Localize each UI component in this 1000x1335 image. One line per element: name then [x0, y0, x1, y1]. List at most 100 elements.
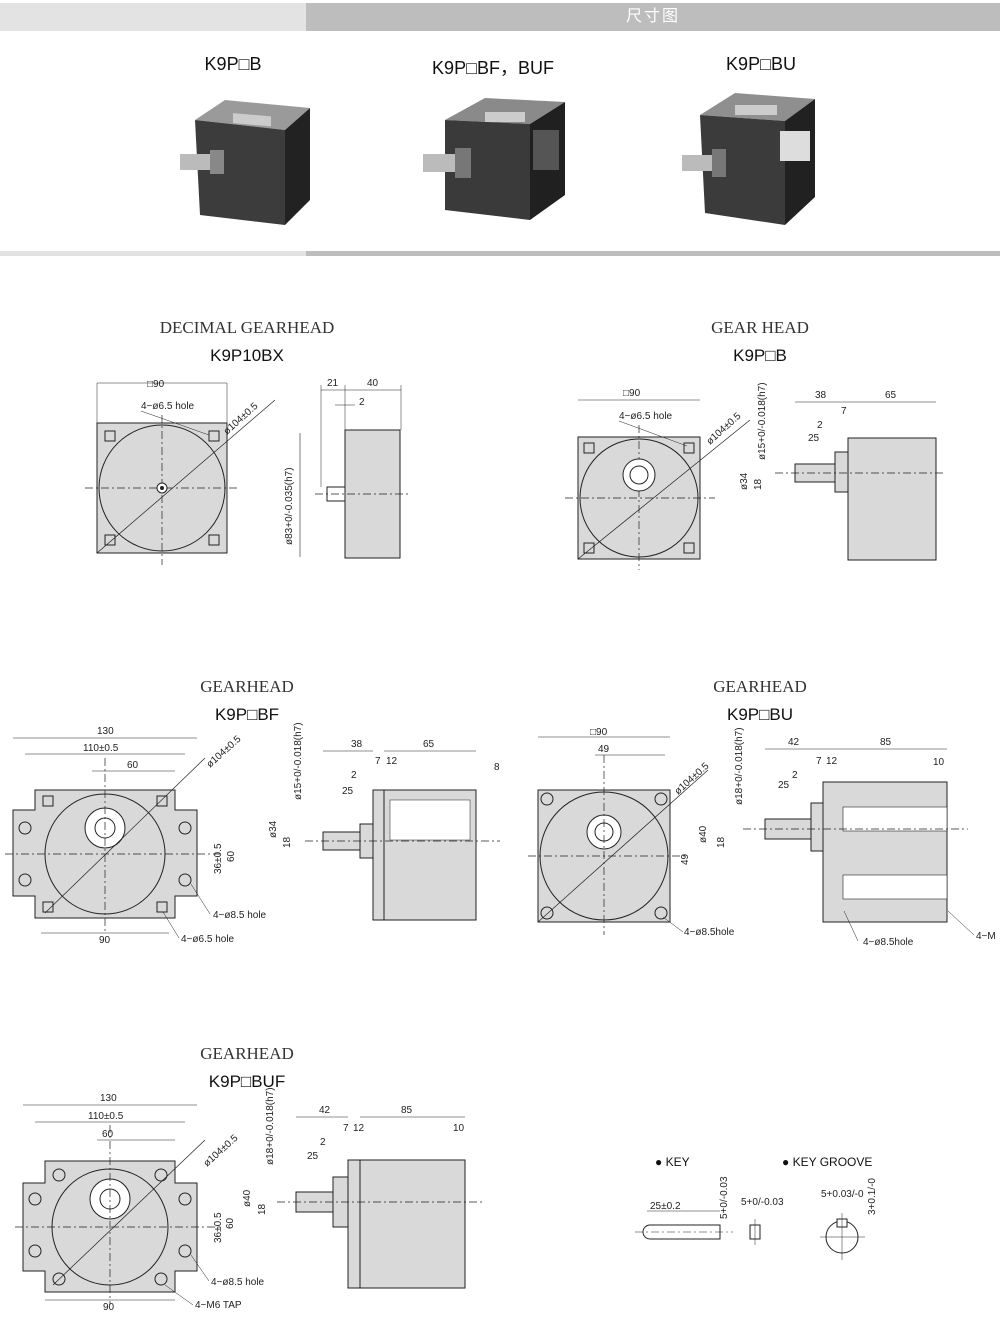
dim-text: ø18+0/-0.018(h7): [265, 1087, 276, 1165]
dim-text: 38: [815, 390, 827, 401]
section-title: DECIMAL GEARHEAD: [159, 318, 335, 337]
dim-text: 4−ø6.5 hole: [619, 411, 673, 422]
product-photo-1: [180, 100, 310, 225]
dim-text: 130: [100, 1093, 117, 1104]
dim-text: ø104±0.5: [202, 1133, 241, 1170]
dim-text: 7: [841, 406, 847, 417]
dim-text: ø34: [739, 472, 750, 490]
dim-text: ø104±0.5: [673, 761, 712, 798]
section-model: K9P□BF: [214, 705, 280, 724]
dim-text: 18: [282, 836, 293, 848]
section-title: GEARHEAD: [713, 677, 807, 696]
drawing-k9pbu: □90 49 ø104±0.5 ø40 49 4−ø8.5hole 42 85 …: [528, 727, 996, 948]
dim-text: 5+0/-0.03: [719, 1176, 730, 1219]
product-label-3: K9P□BU: [726, 54, 796, 74]
dim-text: ø104±0.5: [705, 411, 744, 448]
dim-text: 60: [225, 1217, 236, 1229]
product-label-2: K9P□BF，BUF: [432, 58, 554, 78]
drawing-key: 25±0.2 5+0/-0.03 5+0/-0.03 5+0.03/-0 3+0…: [635, 1176, 878, 1260]
drawing-k9pbuf: 130 110±0.5 60 ø104±0.5 36±0.5 60 4−ø8.5…: [15, 1087, 485, 1313]
dim-text: 7: [375, 756, 381, 767]
section-model: K9P□BU: [726, 705, 794, 724]
dim-text: 18: [716, 836, 727, 848]
dim-text: 49: [598, 744, 610, 755]
dim-text: 130: [97, 726, 114, 737]
dim-text: ø40: [698, 825, 709, 843]
dim-text: 60: [102, 1129, 114, 1140]
dim-text: 25: [808, 433, 820, 444]
dim-text: 7: [816, 756, 822, 767]
dim-text: □90: [147, 379, 165, 390]
dim-text: 25: [342, 786, 354, 797]
dim-text: 4−ø6.5 hole: [181, 934, 235, 945]
dim-text: 25: [307, 1151, 319, 1162]
product-label-1: K9P□B: [204, 54, 262, 74]
dim-text: 4−ø8.5 hole: [213, 910, 267, 921]
dim-text: 38: [351, 739, 363, 750]
dim-text: 2: [792, 770, 798, 781]
dim-text: 25: [778, 780, 790, 791]
dim-text: 65: [423, 739, 435, 750]
dim-text: 8: [494, 762, 500, 773]
dim-text: 110±0.5: [83, 743, 119, 754]
dim-text: 65: [885, 390, 897, 401]
dim-text: ø18+0/-0.018(h7): [734, 727, 745, 805]
dim-text: 18: [257, 1203, 268, 1215]
dim-text: 42: [319, 1105, 331, 1116]
dim-text: 4−M: [976, 931, 996, 942]
dim-text: ø104±0.5: [222, 401, 261, 438]
key-label: ● KEY: [655, 1155, 690, 1169]
dim-text: 25±0.2: [650, 1201, 681, 1212]
dim-text: 12: [353, 1123, 365, 1134]
dim-text: 40: [367, 378, 379, 389]
dim-text: 2: [351, 770, 357, 781]
dim-text: ø40: [242, 1189, 253, 1207]
dim-text: ø104±0.5: [205, 734, 244, 771]
dim-text: 90: [103, 1302, 115, 1313]
key-groove-label: ● KEY GROOVE: [782, 1155, 873, 1169]
dim-text: 36±0.5: [213, 843, 224, 874]
section-title: GEARHEAD: [200, 677, 294, 696]
section-model: K9P□B: [733, 346, 787, 365]
dim-text: 7: [343, 1123, 349, 1134]
dim-text: ø15+0/-0.018(h7): [293, 722, 304, 800]
dim-text: 18: [753, 478, 764, 490]
dim-text: 2: [320, 1137, 326, 1148]
dim-text: 10: [453, 1123, 465, 1134]
header-bar: 尺寸图: [0, 3, 1000, 31]
dim-text: □90: [590, 727, 608, 738]
header-title: 尺寸图: [625, 8, 680, 25]
dim-text: 42: [788, 737, 800, 748]
drawing-k9pb: □90 4−ø6.5 hole ø104±0.5 38 65 7 2 25 ø1…: [565, 382, 945, 570]
dim-text: 3+0.1/-0: [867, 1178, 878, 1215]
dim-text: 85: [401, 1105, 413, 1116]
section-model: K9P10BX: [210, 346, 284, 365]
product-photo-2: [423, 98, 565, 220]
dim-text: 60: [226, 850, 237, 862]
dim-text: 2: [359, 397, 365, 408]
dim-text: 21: [327, 378, 339, 389]
dim-text: 36±0.5: [213, 1212, 224, 1243]
divider-bar: [0, 251, 1000, 256]
dim-text: 4−ø8.5hole: [684, 927, 735, 938]
dim-text: 4−ø8.5 hole: [211, 1277, 265, 1288]
dim-text: □90: [623, 388, 641, 399]
dim-text: 4−ø6.5 hole: [141, 401, 195, 412]
dim-text: 5+0.03/-0: [821, 1189, 864, 1200]
dim-text: 12: [826, 756, 838, 767]
drawing-k9p10bx: □90 4−ø6.5 hole ø104±0.5 21 40 2 ø83+0/-…: [85, 378, 410, 565]
product-photo-3: [682, 93, 815, 225]
dim-text: 5+0/-0.03: [741, 1197, 784, 1208]
dim-text: 12: [386, 756, 398, 767]
section-title: GEARHEAD: [200, 1044, 294, 1063]
dim-text: 85: [880, 737, 892, 748]
drawing-k9pbf: 130 110±0.5 60 ø104±0.5 36±0.5 60 4−ø8.5…: [5, 722, 500, 946]
dim-text: 60: [127, 760, 139, 771]
dim-text: 4−ø8.5hole: [863, 937, 914, 948]
dim-text: ø34: [268, 820, 279, 838]
dim-text: 110±0.5: [88, 1111, 124, 1122]
dim-text: 2: [817, 420, 823, 431]
dim-text: ø83+0/-0.035(h7): [284, 467, 295, 545]
dim-text: 10: [933, 757, 945, 768]
dim-text: ø15+0/-0.018(h7): [757, 382, 768, 460]
